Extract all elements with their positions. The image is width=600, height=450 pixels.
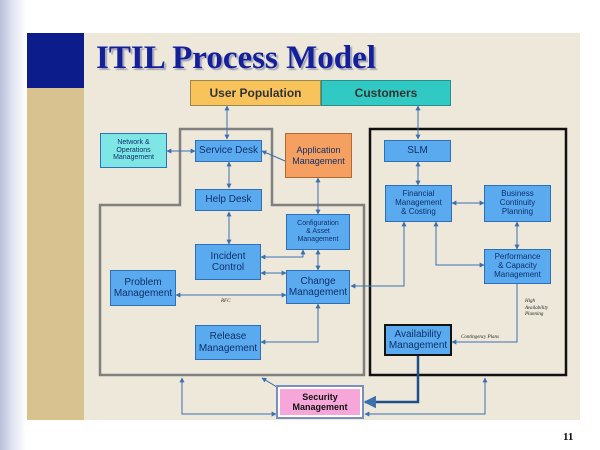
connector-right-security (364, 377, 488, 417)
slide-edge-gradient (0, 0, 26, 450)
help-desk-node: Help Desk (195, 189, 262, 211)
incident-control-node: Incident Control (195, 244, 261, 280)
high-availability-annotation: High Availability Planning (525, 299, 549, 317)
network-operations-node: Network & Operations Management (100, 133, 167, 168)
sidebar-tan-strip (27, 88, 84, 420)
connector-change-release (260, 303, 321, 345)
service-desk-node: Service Desk (195, 140, 262, 162)
connector-incident-config (260, 249, 306, 260)
problem-management-node: Problem Management (110, 270, 176, 306)
rfc-annotation: RFC (221, 299, 231, 304)
customers-label: Customers (354, 86, 418, 100)
customers-banner: Customers (321, 80, 451, 106)
user-population-banner: User Population (190, 80, 321, 106)
sidebar-navy-block (27, 33, 84, 88)
business-continuity-node: Business Continuity Planning (484, 185, 551, 222)
release-management-node: Release Management (195, 325, 261, 360)
connector-availability-security (363, 356, 420, 409)
connector-perf-availability (451, 284, 518, 345)
availability-management-node: Availability Management (384, 324, 452, 356)
contingency-plans-annotation: Contingency Plans (461, 335, 499, 340)
service-support-region (98, 127, 366, 377)
connector-change-financial (350, 221, 407, 289)
performance-capacity-node: Performance & Capacity Management (484, 249, 551, 284)
application-management-node: Application Management (285, 133, 352, 178)
configuration-asset-node: Configuration & Asset Management (286, 214, 350, 250)
slm-node: SLM (384, 140, 451, 162)
financial-management-node: Financial Management & Costing (385, 185, 452, 222)
security-management-node: Security Management (276, 385, 364, 419)
slide-number: 11 (563, 431, 574, 443)
connector-servicedesk-app (261, 150, 286, 162)
connector-left-security (179, 377, 277, 417)
connector-financial-perf (433, 221, 485, 268)
user-population-label: User Population (209, 86, 302, 100)
change-management-node: Change Management (286, 270, 350, 304)
slide-title: ITIL Process Model (96, 40, 376, 76)
